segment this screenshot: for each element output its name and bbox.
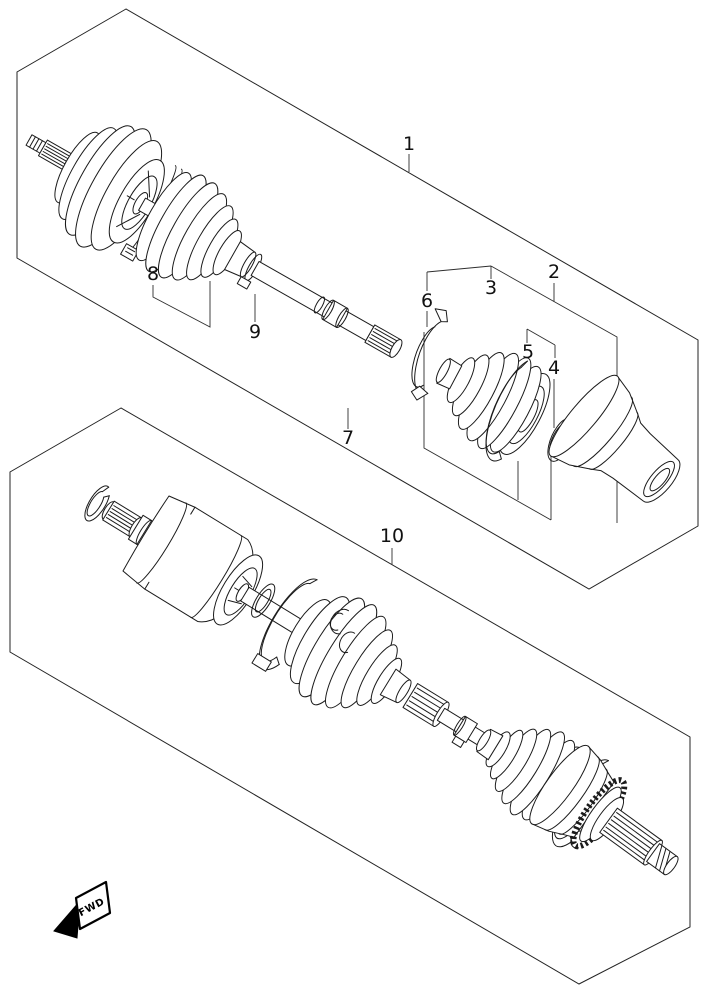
callout-6[interactable]: 6 (421, 290, 433, 312)
driveshaft-assembly-upper (0, 82, 702, 527)
leader-8 (153, 281, 210, 327)
callout-7[interactable]: 7 (342, 427, 354, 449)
axle-shaft (250, 259, 376, 343)
callout-4[interactable]: 4 (548, 357, 560, 379)
callout-8[interactable]: 8 (147, 263, 159, 285)
fwd-arrow: FWD (54, 882, 110, 938)
outer-boot (416, 324, 563, 467)
leader-3 (427, 266, 491, 291)
callout-5[interactable]: 5 (522, 341, 534, 363)
callout-10[interactable]: 10 (380, 525, 404, 547)
outer-joint-housing (541, 368, 703, 527)
inner-boot (266, 576, 437, 743)
callout-1[interactable]: 1 (403, 133, 415, 155)
callout-3[interactable]: 3 (485, 277, 497, 299)
callout-2[interactable]: 2 (548, 261, 560, 283)
callout-9[interactable]: 9 (249, 321, 261, 343)
assembly-box-upper (17, 9, 698, 589)
driveshaft-assembly-lower (60, 450, 702, 907)
